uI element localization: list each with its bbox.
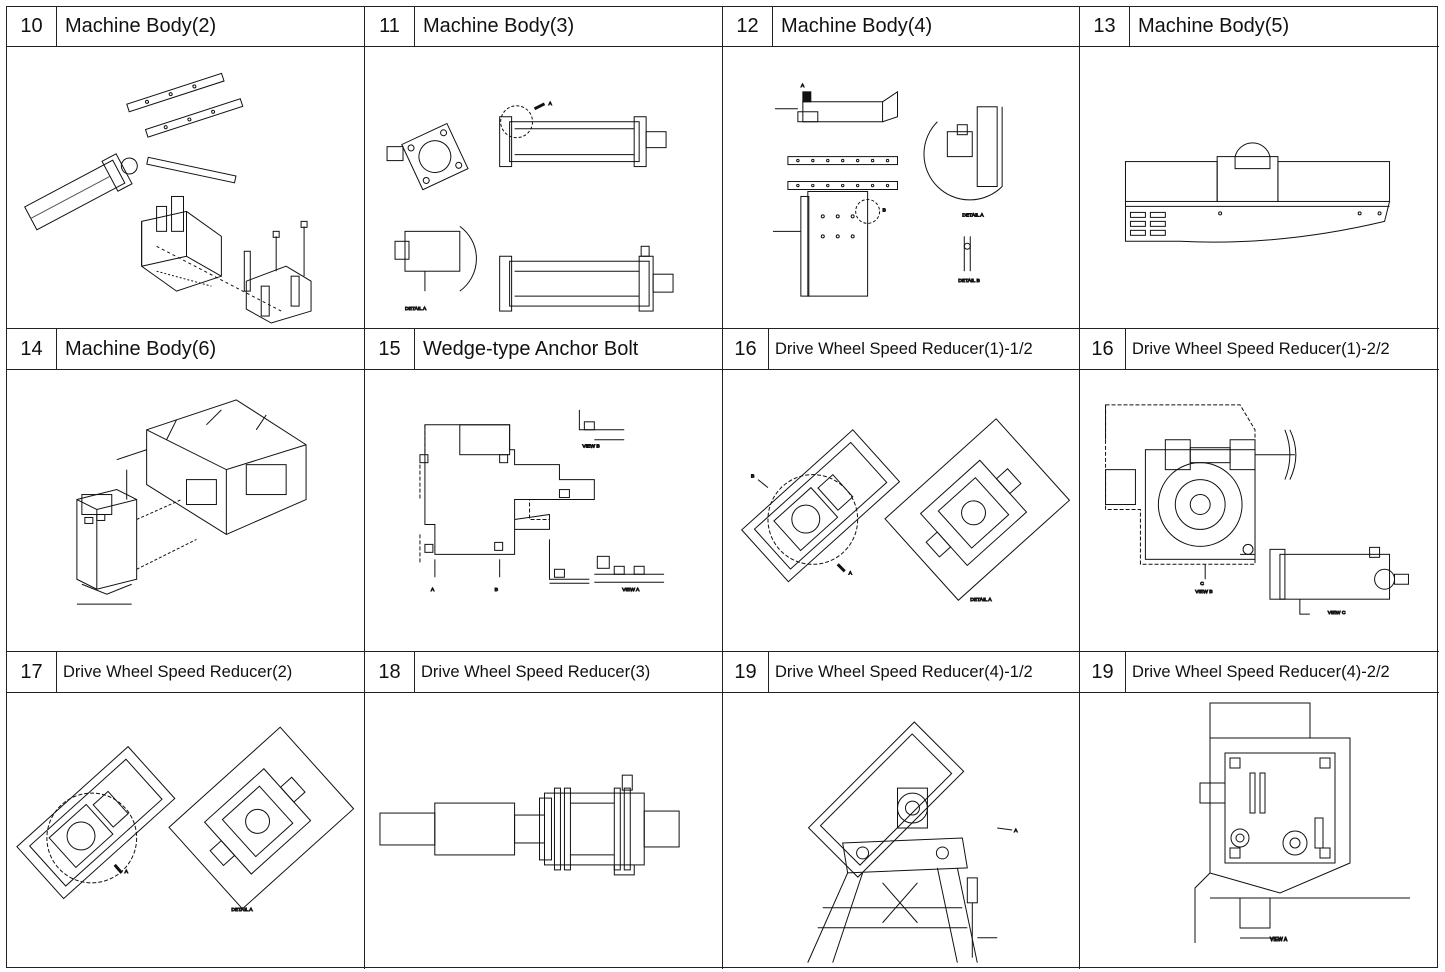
svg-text:DETAIL A: DETAIL A (231, 907, 253, 913)
cell-title: Wedge-type Anchor Bolt (423, 337, 639, 360)
cell-header: 13 Machine Body(5) (1080, 7, 1439, 47)
parts-diagram-grid: 10 Machine Body(2) 11 Machine Body(3) 12… (6, 6, 1439, 969)
drawing-machine-body-6 (7, 370, 365, 652)
drawing-drive-wheel-speed-reducer-4-1: A (723, 693, 1080, 969)
cell-header: 16 Drive Wheel Speed Reducer(1)-1/2 (723, 329, 1080, 370)
svg-text:A: A (849, 570, 853, 576)
svg-text:A: A (801, 83, 805, 89)
cell-number: 11 (365, 7, 415, 46)
svg-text:C: C (1200, 581, 1204, 587)
svg-text:B: B (495, 587, 499, 593)
cell-number: 12 (723, 7, 773, 46)
cell-number: 13 (1080, 7, 1130, 46)
cell-number: 17 (7, 652, 57, 692)
cell-title: Machine Body(5) (1138, 15, 1290, 37)
cell-header: 15 Wedge-type Anchor Bolt (365, 329, 723, 370)
svg-text:VIEW C: VIEW C (1328, 610, 1346, 616)
drawing-machine-body-5 (1080, 47, 1439, 329)
svg-text:B: B (751, 474, 755, 480)
cell-header: 11 Machine Body(3) (365, 7, 723, 47)
cell-number: 18 (365, 652, 415, 692)
cell-header: 19 Drive Wheel Speed Reducer(4)-1/2 (723, 652, 1080, 693)
cell-title: Machine Body(6) (65, 337, 217, 360)
cell-title: Machine Body(2) (65, 15, 217, 37)
cell-header: 12 Machine Body(4) (723, 7, 1080, 47)
drawing-drive-wheel-speed-reducer-1-1: B A DETAIL A (723, 370, 1080, 652)
svg-text:DETAIL A: DETAIL A (405, 306, 427, 312)
cell-header: 17 Drive Wheel Speed Reducer(2) (7, 652, 365, 693)
cell-title: Drive Wheel Speed Reducer(3) (421, 662, 651, 681)
cell-header: 14 Machine Body(6) (7, 329, 365, 370)
drawing-drive-wheel-speed-reducer-4-2: VIEW A (1080, 693, 1439, 969)
cell-number: 14 (7, 329, 57, 369)
cell-header: 18 Drive Wheel Speed Reducer(3) (365, 652, 723, 693)
drawing-machine-body-2 (7, 47, 365, 329)
cell-title: Drive Wheel Speed Reducer(4)-1/2 (775, 662, 1033, 681)
cell-number: 16 (723, 329, 769, 369)
cell-title: Drive Wheel Speed Reducer(2) (63, 662, 293, 681)
svg-text:A: A (548, 101, 552, 107)
drawing-drive-wheel-speed-reducer-1-2: C VIEW B VIEW C (1080, 370, 1439, 652)
cell-number: 16 (1080, 329, 1126, 369)
drawing-drive-wheel-speed-reducer-3 (365, 693, 723, 969)
cell-title: Machine Body(3) (423, 15, 575, 37)
cell-number: 19 (1080, 652, 1126, 692)
svg-text:VIEW A: VIEW A (1270, 937, 1288, 943)
svg-text:DETAIL A: DETAIL A (962, 212, 984, 218)
cell-title: Drive Wheel Speed Reducer(1)-2/2 (1132, 339, 1390, 358)
svg-text:VIEW A: VIEW A (622, 587, 640, 593)
cell-number: 10 (7, 7, 57, 46)
drawing-drive-wheel-speed-reducer-2: A DETAIL A (7, 693, 365, 969)
svg-text:B: B (883, 207, 887, 213)
svg-text:A: A (125, 869, 129, 875)
svg-text:A: A (1014, 828, 1018, 834)
cell-title: Drive Wheel Speed Reducer(4)-2/2 (1132, 662, 1390, 681)
svg-text:VIEW B: VIEW B (1195, 589, 1213, 595)
svg-text:A: A (431, 587, 435, 593)
cell-header: 10 Machine Body(2) (7, 7, 365, 47)
drawing-machine-body-3: A DETAIL A (365, 47, 723, 329)
cell-number: 19 (723, 652, 769, 692)
cell-header: 19 Drive Wheel Speed Reducer(4)-2/2 (1080, 652, 1439, 693)
drawing-wedge-type-anchor-bolt: A B VIEW B VIEW A (365, 370, 723, 652)
svg-text:DETAIL B: DETAIL B (958, 278, 980, 284)
cell-number: 15 (365, 329, 415, 369)
svg-text:DETAIL A: DETAIL A (970, 597, 992, 603)
cell-title: Machine Body(4) (781, 15, 933, 37)
cell-header: 16 Drive Wheel Speed Reducer(1)-2/2 (1080, 329, 1439, 370)
drawing-machine-body-4: A B DETAIL A DETAIL B (723, 47, 1080, 329)
cell-title: Drive Wheel Speed Reducer(1)-1/2 (775, 339, 1033, 358)
svg-text:VIEW B: VIEW B (582, 444, 600, 450)
